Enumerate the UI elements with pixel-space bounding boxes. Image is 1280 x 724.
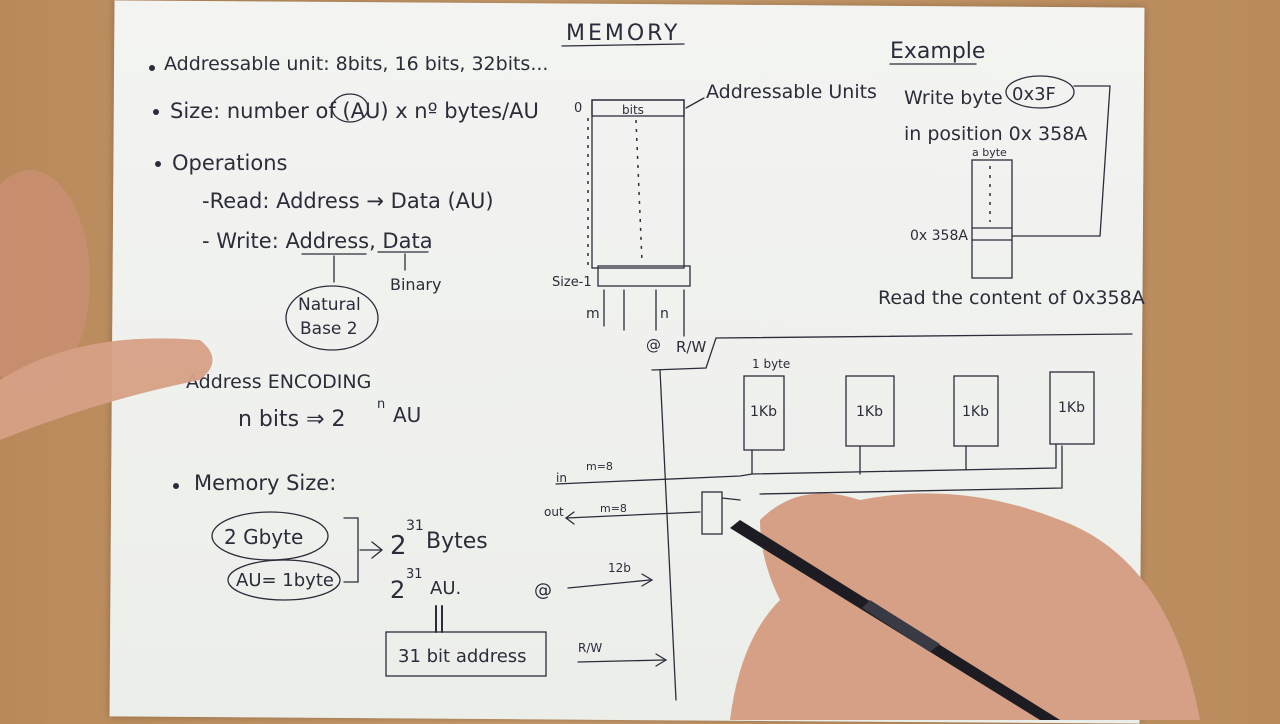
right-hand (730, 493, 1200, 720)
note-gbyte: 2 Gbyte (224, 525, 303, 549)
implies-arrow (359, 541, 384, 559)
pointer-line (685, 97, 705, 109)
note-binary: Binary (390, 275, 441, 294)
memory-first-row (591, 99, 685, 117)
example-line2: in position 0x 358A (904, 123, 1087, 145)
note-au: AU (393, 403, 421, 427)
example-memory (971, 159, 1013, 279)
note-natural: Natural (298, 295, 361, 315)
mux (701, 491, 723, 535)
note-addressable-unit: Addressable unit: 8bits, 16 bits, 32bits… (164, 53, 548, 75)
chip-text: 1Kb (962, 404, 989, 420)
bracket (343, 517, 359, 583)
au-eq-circle (227, 559, 341, 601)
address-arrow (641, 573, 654, 587)
in-bus (555, 443, 1057, 485)
title-underline (561, 43, 685, 47)
memory-last-row (597, 265, 691, 287)
chip (845, 375, 895, 447)
note-write: - Write: Address, Data (202, 229, 433, 253)
diagram-bits: bits (622, 103, 644, 117)
address-box (385, 631, 547, 677)
diagram-size-minus-one: Size-1 (552, 275, 592, 290)
note-n-exp: n (377, 397, 385, 412)
rw-arrow (655, 653, 668, 667)
bullet (173, 483, 179, 489)
bus-12b: 12b (608, 561, 631, 575)
bullet (155, 161, 161, 167)
diagram-at: @ (646, 336, 661, 354)
bus-boundary-vertical (659, 369, 677, 701)
note-au-base: 2 (390, 576, 405, 604)
au-circle (331, 93, 369, 123)
page-title: MEMORY (566, 21, 681, 46)
note-base2: Base 2 (300, 319, 358, 339)
note-bytes-exp: 31 (406, 518, 424, 534)
dotted-line (635, 119, 643, 263)
chip-text: 1Kb (750, 404, 777, 420)
example-title: Example (890, 39, 985, 64)
diagram-m: m (586, 306, 600, 322)
natural-circle (285, 285, 379, 351)
example-byte-label: a byte (972, 146, 1007, 159)
pen-grip (862, 600, 940, 652)
left-hand (0, 170, 90, 390)
note-memory-size: Memory Size: (194, 471, 336, 495)
note-au-label: AU. (430, 578, 461, 599)
diagram-n: n (660, 306, 669, 322)
note-au-exp: 31 (406, 567, 423, 582)
chip-text: 1Kb (856, 404, 883, 420)
out-bus (565, 511, 701, 519)
note-operations: Operations (172, 151, 287, 175)
example-read: Read the content of 0x358A (878, 287, 1145, 309)
bus-rw: R/W (578, 641, 602, 655)
address-bus (567, 579, 651, 589)
note-bytes-label: Bytes (426, 529, 488, 554)
bullet (153, 109, 159, 115)
bullet (149, 65, 155, 71)
diagram-rw: R/W (676, 338, 706, 356)
chip (743, 375, 785, 451)
note-encoding: Address ENCODING (186, 371, 371, 393)
bus-m8: m=8 (586, 460, 613, 473)
bus-at: @ (534, 580, 552, 601)
bus-m8-out: m=8 (600, 502, 627, 515)
diagram-addressable-units: Addressable Units (706, 81, 877, 103)
example-addr: 0x 358A (910, 228, 968, 244)
example-arrow (1011, 85, 1111, 237)
note-au-eq: AU= 1byte (236, 570, 334, 591)
diagram-zero: 0 (574, 101, 582, 116)
example-line1: Write byte (904, 87, 1003, 109)
note-address-box: 31 bit address (398, 646, 527, 667)
rw-line (577, 659, 665, 663)
out-arrow (564, 511, 575, 525)
left-finger (0, 338, 213, 440)
note-n-bits: n bits ⇒ 2 (238, 407, 346, 432)
value-circle (1005, 75, 1075, 109)
note-bytes-base: 2 (390, 531, 407, 561)
bus-boundary (651, 333, 1133, 371)
chip (1049, 371, 1095, 445)
out-bus-line (721, 445, 1063, 501)
example-value: 0x3F (1012, 84, 1056, 105)
bus-in: in (556, 471, 567, 485)
chip-label: 1 byte (752, 357, 790, 371)
note-read: -Read: Address → Data (AU) (202, 189, 494, 213)
note-size: Size: number of (AU) x nº bytes/AU (170, 99, 539, 123)
chip-text: 1Kb (1058, 400, 1085, 416)
chip (953, 375, 999, 447)
bus-out: out (544, 505, 564, 519)
